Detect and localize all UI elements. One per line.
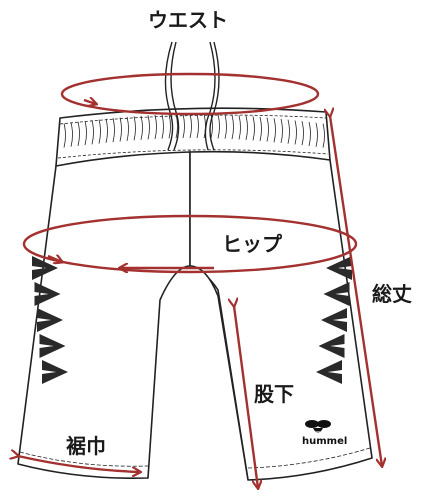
gather-line (245, 115, 248, 140)
gather-line (308, 121, 311, 147)
gather-line (287, 119, 290, 144)
gather-line (294, 120, 297, 145)
inseam-label: 股下 (254, 382, 294, 406)
gather-line (259, 116, 262, 142)
gather-line (301, 121, 304, 146)
gather-line (140, 115, 143, 140)
gather-line (63, 123, 66, 148)
waist-label: ウエスト (148, 8, 228, 32)
gather-line (280, 118, 283, 144)
drawstrings (164, 41, 220, 151)
chevron-mark (37, 308, 63, 332)
chevron-mark (39, 334, 66, 358)
hem-width-arrow (18, 456, 140, 472)
gather-line (266, 117, 269, 142)
chevron-mark (34, 282, 61, 306)
gather-line (84, 120, 87, 146)
gather-line (77, 121, 80, 146)
gather-line (119, 117, 122, 142)
gather-line (231, 114, 234, 140)
inseam-arrow (234, 306, 258, 488)
gather-line (112, 118, 115, 143)
chevron-mark (32, 256, 58, 280)
hem-width-label: 裾巾 (66, 434, 106, 458)
waistband-gathers (63, 113, 325, 148)
gather-line (210, 114, 213, 139)
gather-line (105, 118, 108, 143)
gather-line (196, 113, 199, 139)
gather-line (133, 116, 136, 141)
gather-line (189, 113, 192, 139)
gather-line (175, 114, 178, 139)
gather-line (315, 122, 318, 147)
total-length-label: 総丈 (372, 282, 412, 306)
gather-line (168, 114, 171, 139)
chevron-mark (42, 360, 68, 384)
left-chevrons (32, 256, 68, 384)
hip-arrow-left (47, 256, 62, 262)
gather-line (126, 116, 129, 141)
brand-name: hummel (302, 436, 348, 447)
total-length-arrow (330, 116, 382, 466)
gather-line (224, 114, 227, 139)
waist-measure-ellipse (60, 72, 320, 116)
hip-label: ヒップ (222, 232, 282, 256)
bee-logo-icon (305, 420, 331, 433)
gather-line (182, 113, 185, 139)
gather-line (91, 120, 94, 145)
gather-line (238, 115, 241, 140)
gather-line (252, 116, 255, 141)
gather-line (217, 114, 220, 139)
waist-measure-arrow (83, 100, 96, 104)
gather-line (98, 119, 101, 144)
gather-line (273, 118, 276, 143)
gather-line (154, 114, 157, 140)
gather-line (161, 114, 164, 139)
gather-line (147, 115, 150, 140)
gather-line (70, 122, 73, 147)
